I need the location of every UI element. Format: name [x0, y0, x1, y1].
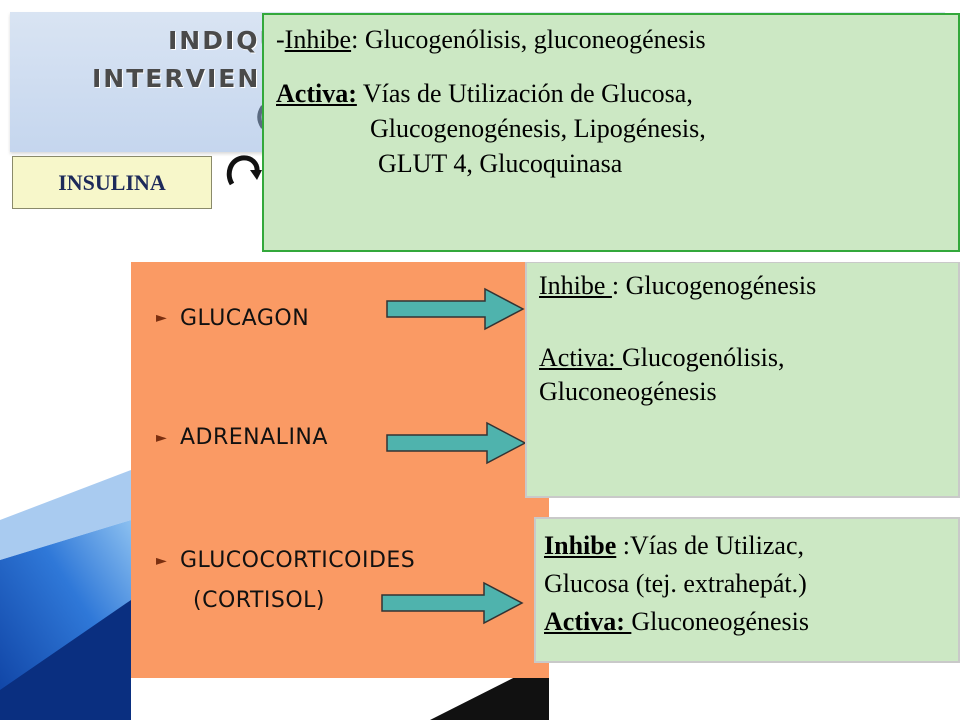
- glucagon-effects-box: Inhibe : Glucogenogénesis Activa: Glucog…: [525, 262, 960, 498]
- hormone-glucocorticoides: GLUCOCORTICOIDES: [180, 548, 416, 573]
- bullet-triangle-icon: ►: [156, 553, 167, 569]
- curl-arrow-icon: [226, 155, 262, 186]
- activa-line-2: Glucogenogénesis, Lipogénesis,: [370, 114, 706, 143]
- glucagon-activa-row: Activa: Glucogenólisis,: [539, 343, 958, 373]
- activa-label: Activa:: [276, 79, 357, 108]
- activa-line-1: Glucogenólisis,: [622, 343, 785, 372]
- inhibe-prefix: -: [276, 25, 285, 54]
- title-line-2: INTERVIENI: [92, 64, 272, 93]
- insulina-activa-row: Activa: Vías de Utilización de Glucosa,: [276, 79, 958, 109]
- insulina-box: INSULINA: [12, 156, 212, 209]
- activa-line-1: Vías de Utilización de Glucosa,: [356, 79, 693, 108]
- cortisol-inhibe-row: Inhibe :Vías de Utilizac,: [544, 531, 958, 561]
- title-line-1: INDIQU: [168, 26, 282, 55]
- activa-line-2: Gluconeogénesis: [539, 377, 717, 406]
- arrow-cortisol-icon: [381, 581, 524, 625]
- arrow-adrenalina-icon: [386, 421, 527, 465]
- inhibe-text: : Glucogenólisis, gluconeogénesis: [351, 25, 706, 54]
- cortisol-line-2: Glucosa (tej. extrahepát.): [544, 569, 807, 598]
- inhibe-label: Inhibe: [544, 531, 617, 560]
- hormone-cortisol: (CORTISOL): [193, 588, 325, 613]
- insulina-label: INSULINA: [58, 169, 166, 195]
- insulina-effects-box: -Inhibe: Glucogenólisis, gluconeogénesis…: [262, 13, 960, 252]
- title-fragment: (: [255, 102, 267, 132]
- hormone-adrenalina: ADRENALINA: [180, 425, 328, 450]
- glucagon-inhibe-row: Inhibe : Glucogenogénesis: [539, 271, 958, 301]
- cortisol-activa-row: Activa: Gluconeogénesis: [544, 607, 958, 637]
- inhibe-text: :Vías de Utilizac,: [616, 531, 804, 560]
- activa-text: Gluconeogénesis: [631, 607, 809, 636]
- bullet-triangle-icon: ►: [156, 430, 167, 446]
- inhibe-text: : Glucogenogénesis: [611, 271, 817, 300]
- cortisol-effects-box: Inhibe :Vías de Utilizac, Glucosa (tej. …: [534, 517, 960, 663]
- inhibe-label: Inhibe: [284, 25, 352, 54]
- hormone-glucagon: GLUCAGON: [180, 306, 310, 331]
- activa-label: Activa:: [544, 607, 632, 636]
- activa-label: Activa:: [539, 343, 623, 372]
- activa-line-3: GLUT 4, Glucoquinasa: [378, 149, 623, 178]
- inhibe-label: Inhibe: [539, 271, 612, 300]
- insulina-inhibe-row: -Inhibe: Glucogenólisis, gluconeogénesis: [276, 25, 958, 55]
- bullet-triangle-icon: ►: [156, 310, 167, 326]
- arrow-glucagon-icon: [386, 287, 525, 331]
